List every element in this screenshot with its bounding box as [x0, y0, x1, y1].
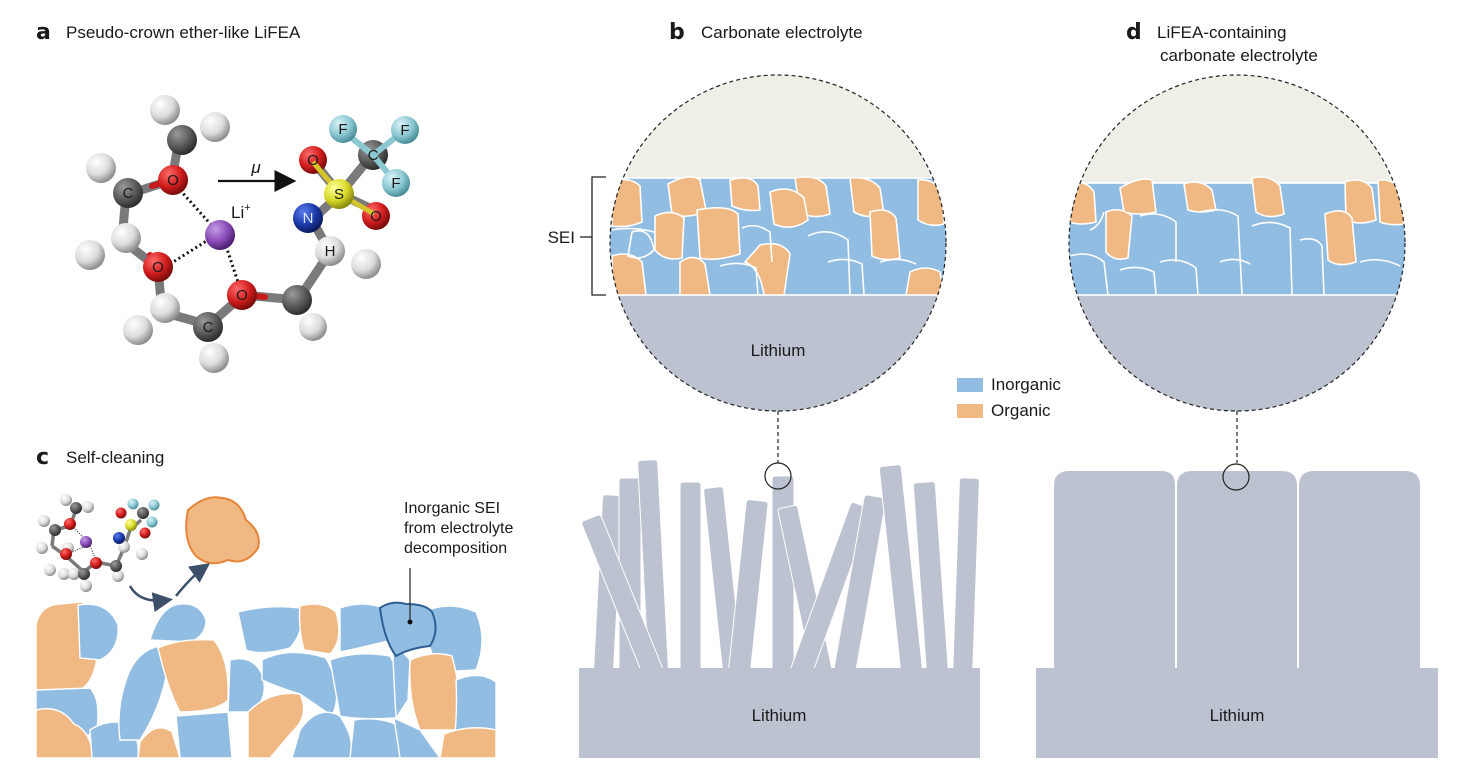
- sulfur-atom: [324, 179, 354, 209]
- atom-label-f: F: [400, 122, 409, 139]
- removal-arrow: [175, 563, 211, 597]
- sei-grains-b: [610, 176, 946, 296]
- inorganic-sei-callout: Inorganic SEI from electrolyte decomposi…: [404, 499, 513, 559]
- atom-label-c: C: [123, 185, 134, 202]
- panel-a-title: Pseudo-crown ether-like LiFEA: [66, 23, 301, 42]
- lithium-base-b: [579, 668, 980, 758]
- sei-bracket: [591, 176, 606, 296]
- coordination-bonds: [169, 188, 240, 283]
- fluorine-atom: [329, 115, 357, 143]
- lithium-ion: [205, 220, 235, 250]
- atom-label-h: H: [325, 243, 336, 260]
- legend: Inorganic Organic: [957, 372, 1061, 424]
- legend-item-organic: Organic: [957, 398, 1061, 424]
- highlighted-inorganic-grain: [378, 601, 437, 658]
- atom-label-n: N: [303, 210, 314, 227]
- panel-c-title: Self-cleaning: [66, 448, 165, 467]
- atom-label-o: O: [307, 152, 319, 169]
- panel-a-letter: a: [36, 20, 51, 45]
- dipole-label: μ: [250, 158, 261, 177]
- legend-swatch-organic: [957, 404, 983, 418]
- atom-label-c: C: [368, 147, 379, 164]
- legend-label-organic: Organic: [991, 401, 1051, 420]
- nitrogen-atom: [293, 203, 323, 233]
- panel-d-zoom-view: [1068, 74, 1406, 463]
- legend-item-inorganic: Inorganic: [957, 372, 1061, 398]
- callout-dot: [407, 619, 413, 625]
- panel-c-letter: c: [36, 445, 50, 470]
- zoom-marker-b: [764, 462, 792, 490]
- sei-grains-d: [1069, 176, 1405, 296]
- lifea-molecule: C C C O O O O O S N H F F F Li+ μ: [75, 95, 419, 373]
- atom-label-f: F: [338, 121, 347, 138]
- lithium-column: [1299, 471, 1420, 668]
- atom-label-o: O: [167, 172, 179, 189]
- lithium-column: [1177, 471, 1297, 668]
- hydrogen-atom-labeled: [315, 236, 345, 266]
- zoom-marker-d: [1222, 463, 1250, 491]
- panel-d-title-line2: carbonate electrolyte: [1160, 46, 1318, 65]
- detached-organic-grain: [185, 496, 260, 565]
- lithium-region: [610, 295, 946, 411]
- dendrite-rods: [581, 459, 980, 681]
- callout-line-2: from electrolyte: [404, 520, 514, 537]
- base-lithium-label-d: Lithium: [1210, 706, 1265, 725]
- sei-label: SEI: [548, 228, 575, 247]
- atom-label-s: S: [334, 186, 344, 203]
- lithium-base-d: [1036, 668, 1438, 758]
- dendrite-lithium: [579, 459, 980, 758]
- atom-label-o: O: [152, 259, 164, 276]
- zoom-circle-d: [1068, 74, 1406, 412]
- panel-b-zoom-view: Lithium SEI: [548, 74, 947, 463]
- panel-c-sei: [35, 601, 497, 759]
- base-lithium-label-b: Lithium: [752, 706, 807, 725]
- hydrogen-atoms: [75, 95, 381, 373]
- panel-b-letter: b: [669, 20, 685, 45]
- fluorine-atom: [382, 169, 410, 197]
- legend-swatch-inorganic: [957, 378, 983, 392]
- approach-arrow: [128, 585, 173, 613]
- panel-b-title: Carbonate electrolyte: [701, 23, 863, 42]
- lithium-region: [1069, 295, 1405, 411]
- panel-d-letter: d: [1126, 20, 1142, 45]
- callout-line-3: decomposition: [404, 540, 508, 557]
- atom-label-f: F: [391, 175, 400, 192]
- legend-label-inorganic: Inorganic: [991, 375, 1061, 394]
- zoom-circle-b: [609, 74, 947, 412]
- callout-line-1: Inorganic SEI: [404, 500, 501, 517]
- lithium-column: [1054, 471, 1175, 668]
- li-label: Li+: [231, 202, 251, 222]
- fluorine-atom: [391, 116, 419, 144]
- atom-label-o: O: [236, 287, 248, 304]
- atom-label-c: C: [203, 319, 214, 336]
- atom-label-o: O: [370, 208, 382, 225]
- atom-labels: C C C O O O O O S N H F F F: [123, 121, 410, 336]
- lifea-molecule-small: [36, 494, 160, 592]
- zoom-lithium-label-b: Lithium: [751, 341, 806, 360]
- panel-d-title-line1: LiFEA-containing: [1157, 23, 1287, 42]
- dense-lithium: [1036, 471, 1438, 758]
- oxygen-atoms: [143, 146, 390, 310]
